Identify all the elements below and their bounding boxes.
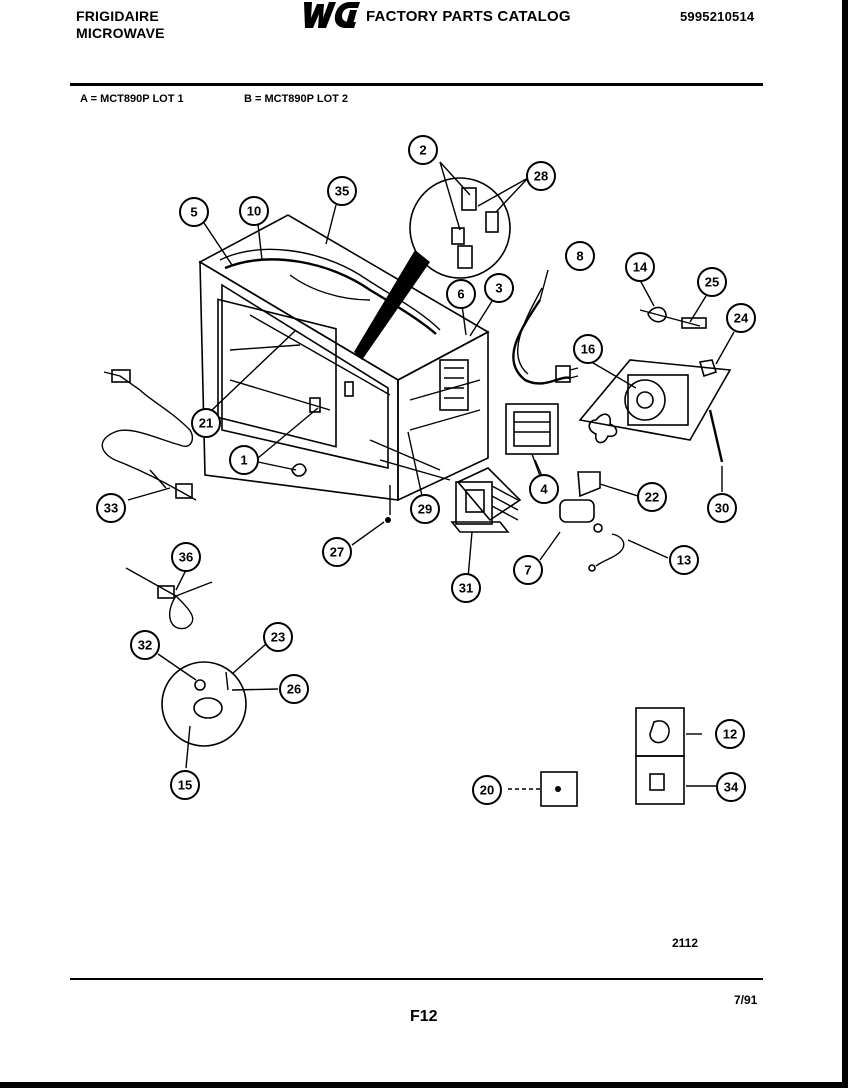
callout-36: 36	[171, 542, 201, 572]
callout-27: 27	[322, 537, 352, 567]
callout-22: 22	[637, 482, 667, 512]
svg-text:28: 28	[534, 169, 548, 184]
svg-text:3: 3	[495, 281, 502, 296]
svg-text:36: 36	[179, 550, 193, 565]
callout-28: 28	[526, 161, 556, 191]
brand-name: FRIGIDAIRE	[76, 8, 159, 24]
svg-text:30: 30	[715, 501, 729, 516]
callout-1: 1	[229, 445, 259, 475]
callout-14: 14	[625, 252, 655, 282]
svg-text:14: 14	[633, 260, 648, 275]
capacitor-drawing	[539, 471, 669, 572]
callout-6: 6	[446, 279, 476, 309]
callout-21: 21	[191, 408, 221, 438]
callout-25: 25	[697, 267, 727, 297]
svg-text:4: 4	[540, 482, 548, 497]
svg-text:27: 27	[330, 545, 344, 560]
callout-7: 7	[513, 555, 543, 585]
callout-12: 12	[715, 719, 745, 749]
callout-20: 20	[472, 775, 502, 805]
svg-text:35: 35	[335, 184, 349, 199]
svg-text:16: 16	[581, 342, 595, 357]
bottom-border	[0, 1082, 848, 1088]
right-border	[842, 0, 848, 1088]
thermostat-detail	[161, 661, 247, 769]
magnetron-drawing	[505, 403, 559, 477]
callout-30: 30	[707, 493, 737, 523]
svg-text:31: 31	[459, 581, 473, 596]
model-a-label: A = MCT890P LOT 1	[80, 93, 184, 105]
callout-4: 4	[529, 474, 559, 504]
svg-text:10: 10	[247, 204, 261, 219]
power-cord-drawing	[512, 269, 579, 385]
heater-element-drawing	[101, 369, 197, 501]
callout-33: 33	[96, 493, 126, 523]
fan-motor-drawing	[578, 306, 732, 463]
model-b-label: B = MCT890P LOT 2	[244, 93, 349, 105]
svg-text:21: 21	[199, 416, 213, 431]
svg-text:6: 6	[457, 287, 464, 302]
svg-text:13: 13	[677, 553, 691, 568]
callout-24: 24	[726, 303, 756, 333]
svg-text:33: 33	[104, 501, 118, 516]
transformer-drawing	[450, 467, 522, 579]
svg-text:29: 29	[418, 502, 432, 517]
callout-23: 23	[263, 622, 293, 652]
svg-text:26: 26	[287, 682, 301, 697]
footer-rule	[70, 978, 763, 980]
header-rule	[70, 83, 763, 86]
page-number: F12	[410, 1008, 438, 1025]
svg-text:1: 1	[240, 453, 247, 468]
svg-text:24: 24	[734, 311, 749, 326]
catalog-date: 7/91	[734, 993, 758, 1007]
thermal-wire-drawing	[125, 567, 213, 630]
callout-29: 29	[410, 494, 440, 524]
boxed-parts	[508, 707, 685, 807]
callout-10: 10	[239, 196, 269, 226]
svg-text:20: 20	[480, 783, 494, 798]
callout-13: 13	[669, 545, 699, 575]
svg-text:7: 7	[524, 563, 531, 578]
svg-text:2: 2	[419, 143, 426, 158]
callout-8: 8	[565, 241, 595, 271]
callout-26: 26	[279, 674, 309, 704]
microwave-cavity-drawing	[198, 214, 490, 523]
callout-34: 34	[716, 772, 746, 802]
svg-text:15: 15	[178, 778, 192, 793]
catalog-title: FACTORY PARTS CATALOG	[366, 8, 571, 25]
product-type: MICROWAVE	[76, 25, 165, 41]
figure-number: 2112	[672, 936, 699, 950]
callout-31: 31	[451, 573, 481, 603]
svg-text:32: 32	[138, 638, 152, 653]
svg-text:8: 8	[576, 249, 583, 264]
catalog-part-number: 5995210514	[680, 9, 755, 24]
callout-5: 5	[179, 197, 209, 227]
callout-3: 3	[484, 273, 514, 303]
leader-lines	[127, 204, 735, 787]
callout-15: 15	[170, 770, 200, 800]
interlock-switch-detail	[354, 161, 529, 360]
svg-text:22: 22	[645, 490, 659, 505]
svg-text:5: 5	[190, 205, 197, 220]
callout-35: 35	[327, 176, 357, 206]
callout-32: 32	[130, 630, 160, 660]
callout-2: 2	[408, 135, 438, 165]
callout-16: 16	[573, 334, 603, 364]
svg-text:25: 25	[705, 275, 719, 290]
wci-logo	[304, 2, 360, 28]
svg-text:34: 34	[724, 780, 739, 795]
svg-text:23: 23	[271, 630, 285, 645]
svg-text:12: 12	[723, 727, 737, 742]
